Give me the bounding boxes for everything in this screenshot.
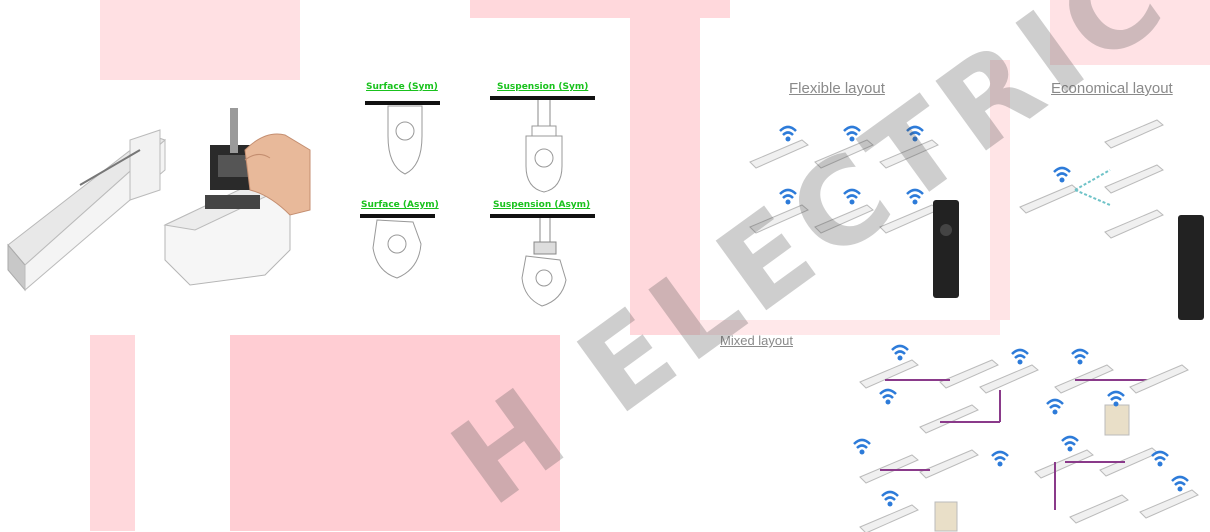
luminaire-photo xyxy=(0,0,330,330)
background-patch xyxy=(1050,0,1210,65)
mount-label-surface-asym: Surface (Asym) xyxy=(361,200,439,210)
background-patch xyxy=(230,335,560,531)
economical-layout-title: Economical layout xyxy=(1051,80,1173,97)
background-patch xyxy=(560,335,700,531)
background-patch xyxy=(470,0,730,18)
background-patch xyxy=(135,335,230,531)
flexible-layout-diagram xyxy=(740,110,980,310)
mount-diagram-surface-asym xyxy=(355,214,445,304)
mount-diagram-surface-sym xyxy=(360,96,450,186)
mount-diagram-suspension-sym xyxy=(490,96,600,196)
flexible-layout-title: Flexible layout xyxy=(789,80,885,97)
mount-diagram-suspension-asym xyxy=(490,214,600,314)
background-patch xyxy=(0,335,90,531)
mount-label-suspension-asym: Suspension (Asym) xyxy=(493,200,590,210)
mixed-layout-title: Mixed layout xyxy=(720,333,793,348)
economical-layout-diagram xyxy=(1010,110,1210,325)
mixed-layout-diagram xyxy=(840,350,1210,531)
background-patch xyxy=(990,60,1010,320)
mount-label-surface-sym: Surface (Sym) xyxy=(366,82,438,92)
mount-label-suspension-sym: Suspension (Sym) xyxy=(497,82,588,92)
